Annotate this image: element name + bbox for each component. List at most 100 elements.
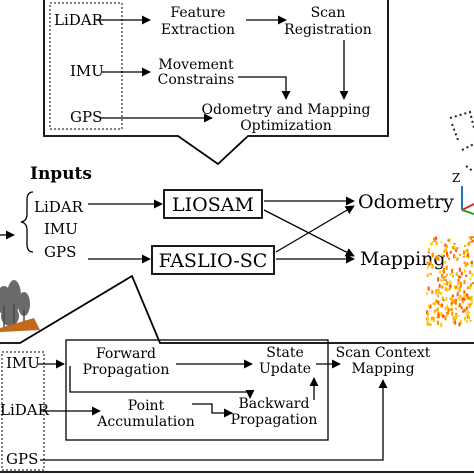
pointcloud-point bbox=[466, 320, 468, 323]
pointcloud-trajectory bbox=[449, 110, 474, 173]
pointcloud-point bbox=[457, 291, 460, 293]
pointcloud-point bbox=[459, 294, 462, 298]
pointcloud-point bbox=[451, 311, 454, 316]
pointcloud-point bbox=[461, 310, 464, 313]
pointcloud-point bbox=[459, 283, 462, 288]
inputs-brace bbox=[20, 191, 34, 253]
pointcloud-point bbox=[455, 286, 457, 289]
state-update-label-2: Update bbox=[259, 361, 311, 377]
pointcloud-point bbox=[444, 276, 447, 278]
pointcloud-point bbox=[460, 306, 463, 310]
pointcloud-point bbox=[441, 285, 444, 289]
pointcloud-point bbox=[428, 247, 430, 252]
pointcloud-point bbox=[459, 276, 462, 279]
arrow-gps-to-scan-context bbox=[40, 379, 388, 461]
pointcloud-point bbox=[444, 287, 447, 292]
pointcloud-point bbox=[433, 317, 436, 323]
pointcloud-point bbox=[458, 303, 461, 307]
backward-propagation-label-2: Propagation bbox=[231, 412, 318, 428]
pointcloud-point bbox=[451, 299, 454, 304]
pointcloud-point bbox=[440, 322, 443, 328]
pointcloud-point bbox=[446, 254, 449, 258]
forward-propagation-label-2: Propagation bbox=[83, 362, 170, 378]
odometry-mapping-label-2: Optimization bbox=[240, 118, 332, 134]
pointcloud-point bbox=[441, 314, 444, 318]
bottom-input-lidar: LiDAR bbox=[0, 401, 50, 419]
pointcloud-point bbox=[445, 265, 448, 270]
pointcloud-point bbox=[444, 261, 447, 264]
pointcloud-point bbox=[436, 307, 439, 312]
pointcloud-point bbox=[449, 284, 452, 288]
pointcloud-point bbox=[437, 311, 440, 316]
pointcloud-point bbox=[464, 263, 467, 268]
odometry-output: Odometry bbox=[358, 191, 454, 213]
pointcloud-point bbox=[435, 292, 438, 295]
pointcloud-point bbox=[458, 288, 461, 292]
pointcloud-point bbox=[461, 299, 464, 304]
pointcloud-point bbox=[450, 307, 453, 311]
pointcloud-point bbox=[462, 296, 465, 300]
pointcloud-point bbox=[426, 261, 429, 264]
pointcloud-point bbox=[426, 310, 429, 315]
pointcloud-point bbox=[426, 274, 429, 277]
pointcloud-point bbox=[449, 250, 452, 254]
pointcloud-point bbox=[436, 254, 439, 258]
pointcloud-point bbox=[466, 252, 469, 255]
pointcloud-point bbox=[454, 320, 457, 325]
pointcloud-point bbox=[463, 293, 466, 298]
pointcloud-point bbox=[431, 241, 434, 243]
top-input-gps: GPS bbox=[70, 108, 102, 126]
middle-input-gps: GPS bbox=[44, 243, 76, 261]
arrow-forward-to-backward bbox=[69, 366, 255, 399]
pointcloud-point bbox=[455, 312, 458, 318]
pointcloud-point bbox=[431, 253, 434, 256]
pointcloud-point bbox=[456, 257, 459, 260]
pointcloud-point bbox=[460, 281, 463, 286]
pointcloud-point bbox=[468, 241, 471, 246]
pointcloud-point bbox=[427, 312, 429, 317]
pointcloud-point bbox=[469, 320, 472, 322]
pointcloud-point bbox=[466, 293, 469, 297]
pointcloud-point bbox=[463, 280, 466, 284]
pointcloud-point bbox=[428, 304, 430, 307]
pointcloud-point bbox=[454, 255, 457, 259]
pointcloud-point bbox=[458, 275, 461, 279]
pointcloud-point bbox=[463, 250, 465, 255]
middle-input-lidar: LiDAR bbox=[34, 198, 84, 216]
movement-constrains-label-1: Movement bbox=[158, 57, 234, 73]
arrow-faslio-to-odometry bbox=[275, 205, 355, 253]
pointcloud-point bbox=[437, 257, 440, 261]
pointcloud-point bbox=[449, 280, 452, 285]
scan-registration-label-2: Registration bbox=[284, 22, 372, 38]
pointcloud-point bbox=[451, 274, 454, 278]
pointcloud-point bbox=[452, 294, 454, 297]
pointcloud-point bbox=[450, 301, 453, 305]
forest-ground bbox=[0, 318, 40, 332]
pointcloud-point bbox=[430, 262, 432, 266]
pointcloud-point bbox=[465, 255, 468, 258]
pointcloud-point bbox=[445, 248, 447, 251]
backward-propagation-label-1: Backward bbox=[239, 396, 310, 412]
pointcloud-point bbox=[469, 286, 472, 290]
top-panel-outline bbox=[43, 0, 389, 166]
pointcloud-point bbox=[459, 286, 462, 289]
feature-extraction-label-1: Feature bbox=[170, 5, 225, 21]
pointcloud-point bbox=[431, 290, 434, 294]
scan-context-mapping-label-1: Scan Context bbox=[336, 345, 431, 361]
pointcloud-point bbox=[466, 262, 469, 266]
faslio-core-box bbox=[65, 339, 329, 441]
inputs-title: Inputs bbox=[30, 164, 92, 184]
pointcloud-point bbox=[470, 236, 473, 240]
pointcloud-point bbox=[446, 273, 448, 276]
feature-extraction-label-2: Extraction bbox=[161, 22, 235, 38]
pointcloud-point bbox=[449, 273, 452, 276]
pointcloud-point bbox=[467, 253, 470, 257]
pointcloud-point bbox=[448, 286, 451, 291]
pointcloud-point bbox=[458, 322, 461, 327]
pointcloud-point bbox=[446, 288, 449, 292]
pointcloud-point bbox=[437, 288, 440, 292]
pointcloud-point bbox=[429, 323, 432, 326]
pointcloud-point bbox=[468, 236, 471, 239]
pointcloud-point bbox=[449, 297, 452, 301]
bottom-input-gps: GPS bbox=[6, 450, 38, 468]
